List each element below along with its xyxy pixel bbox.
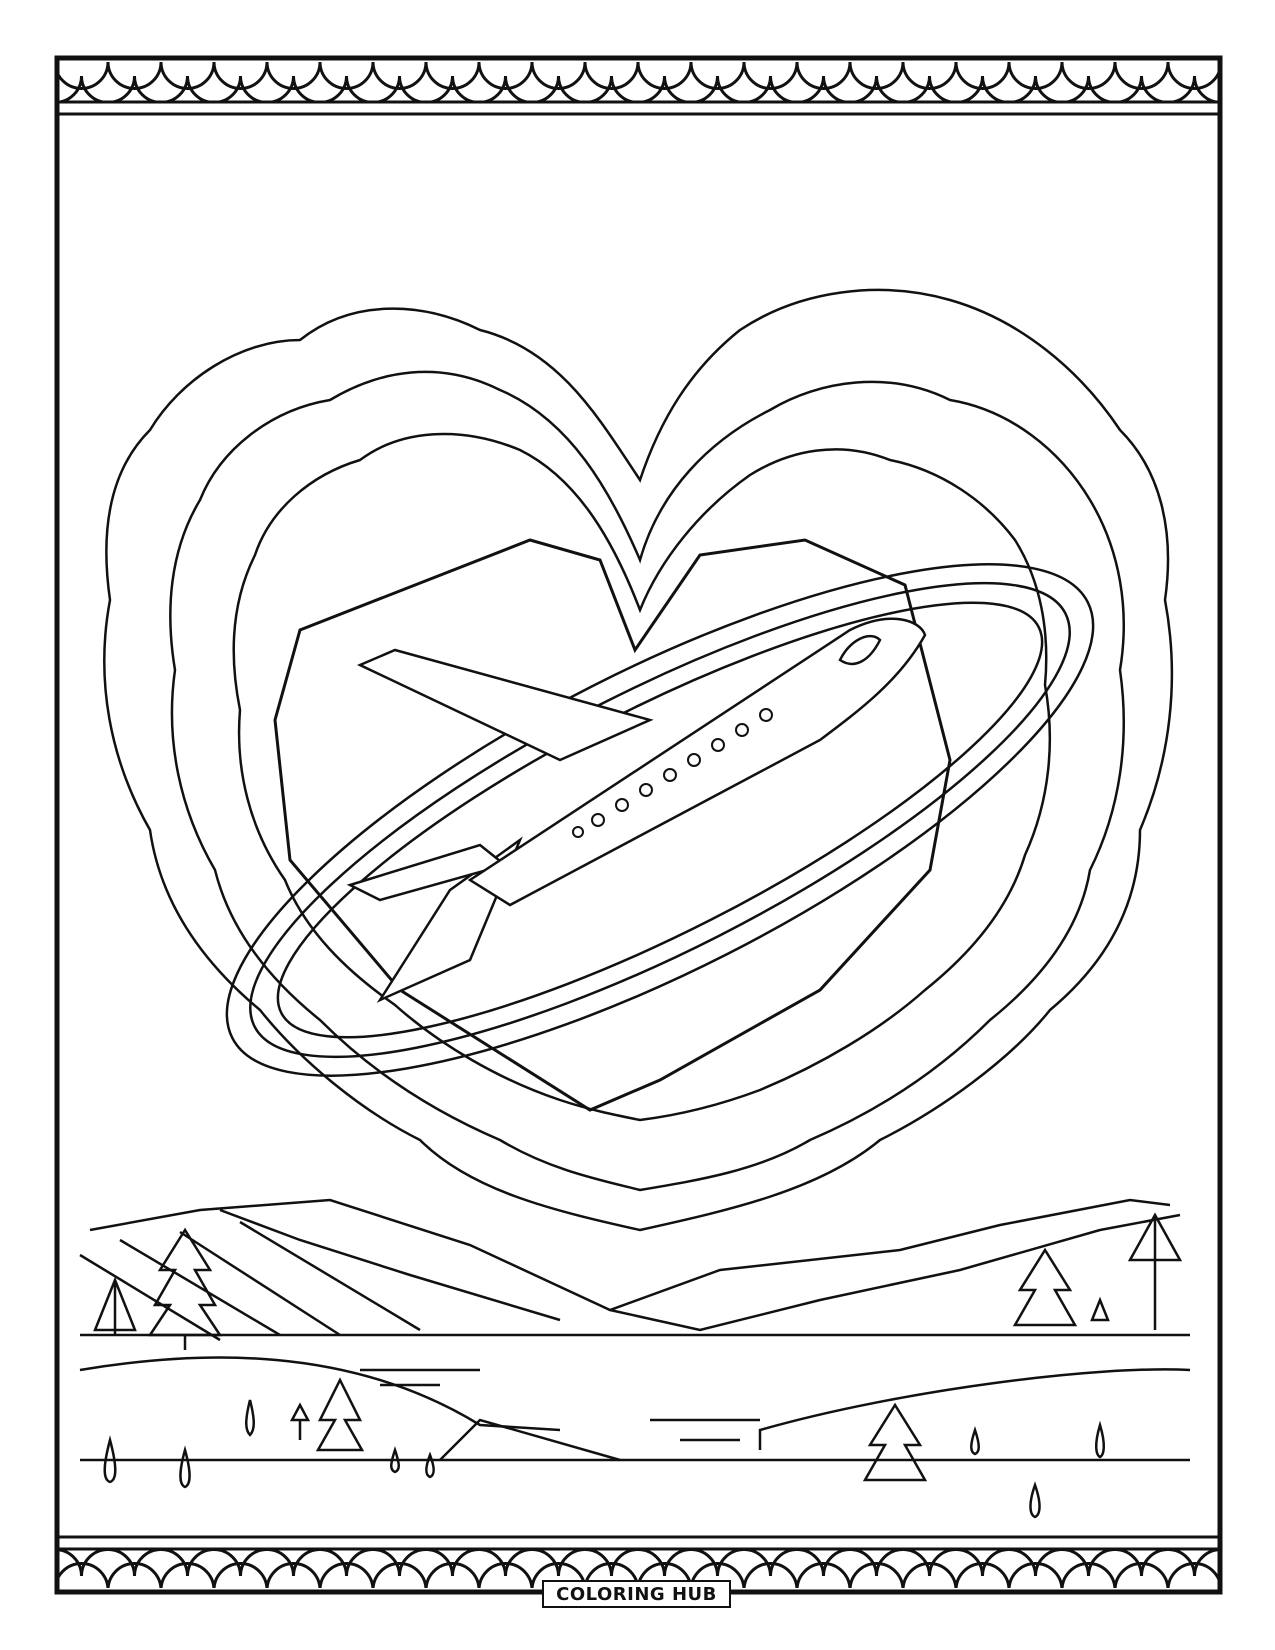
heart-clouds [103,288,1174,1232]
mountain-landscape [79,1198,1191,1462]
airplane [346,617,927,1003]
inner-heart [273,538,952,1112]
scallop-border-top [59,62,1218,102]
pine-trees [93,1212,1183,1519]
brand-label: COLORING HUB [542,1580,731,1608]
orbit-ring [225,563,1095,1077]
